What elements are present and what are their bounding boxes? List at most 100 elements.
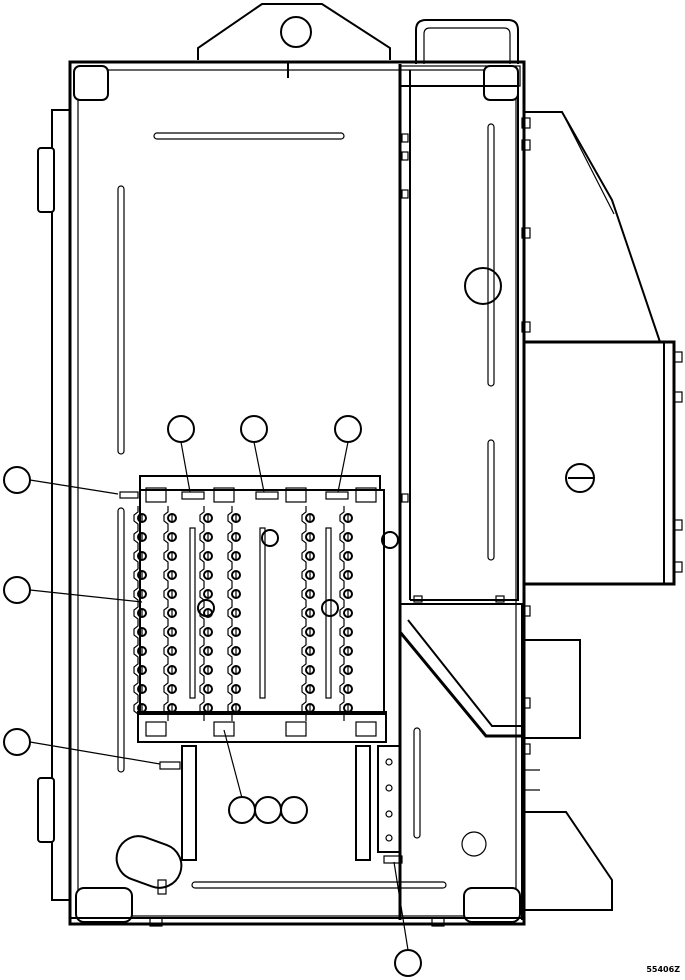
terminal-screw xyxy=(231,703,241,713)
terminal-screw xyxy=(137,589,147,599)
terminal-screw xyxy=(203,551,213,561)
callout-left-1 xyxy=(3,466,119,495)
top-right-handle xyxy=(415,19,519,64)
terminal-tag-side xyxy=(119,491,139,499)
terminal-end-brackets-bottom xyxy=(145,721,377,737)
callout-left-2 xyxy=(3,576,143,604)
right-side-box xyxy=(521,111,683,911)
terminal-screw xyxy=(167,665,177,675)
terminal-screw xyxy=(343,646,353,656)
terminal-screw xyxy=(203,703,213,713)
terminal-screw xyxy=(343,589,353,599)
enclosure-body xyxy=(68,60,526,927)
terminal-screw xyxy=(343,551,353,561)
terminal-screw xyxy=(137,551,147,561)
panel-slots xyxy=(115,132,487,895)
terminal-screw xyxy=(343,627,353,637)
terminal-tag-2 xyxy=(255,491,279,500)
top-lifting-bracket xyxy=(197,3,391,60)
terminal-screw xyxy=(231,684,241,694)
terminal-screw xyxy=(203,513,213,523)
compartment-tabs xyxy=(401,133,505,603)
terminal-screw xyxy=(231,608,241,618)
terminal-screw xyxy=(305,646,315,656)
terminal-screw xyxy=(231,551,241,561)
callout-top-2 xyxy=(240,415,268,493)
terminal-screw xyxy=(167,551,177,561)
terminal-screw xyxy=(305,608,315,618)
terminal-screw xyxy=(343,684,353,694)
callouts xyxy=(3,415,422,977)
terminal-screw xyxy=(203,665,213,675)
terminal-screw xyxy=(203,589,213,599)
terminal-screw xyxy=(343,513,353,523)
callout-top-1 xyxy=(167,415,195,493)
terminal-screw xyxy=(137,665,147,675)
terminal-screw xyxy=(137,684,147,694)
terminal-screw xyxy=(167,703,177,713)
terminal-screw xyxy=(203,684,213,694)
terminal-screw xyxy=(343,570,353,580)
terminal-screw xyxy=(343,608,353,618)
terminal-column xyxy=(133,506,147,721)
callout-bottom-2 xyxy=(254,796,282,824)
terminal-block-assembly xyxy=(119,475,399,743)
terminal-screw xyxy=(305,570,315,580)
terminal-column xyxy=(199,506,213,721)
terminal-screw xyxy=(343,703,353,713)
lower-tag-left xyxy=(159,761,181,770)
terminal-screw xyxy=(137,570,147,580)
callout-left-3 xyxy=(3,728,161,765)
terminal-screw xyxy=(305,589,315,599)
terminal-screw xyxy=(231,513,241,523)
terminal-screw xyxy=(167,684,177,694)
terminal-screw xyxy=(343,665,353,675)
right-compartment xyxy=(398,64,523,920)
terminal-screw xyxy=(167,627,177,637)
terminal-screw xyxy=(305,551,315,561)
terminal-screw xyxy=(305,665,315,675)
callout-bottom-4 xyxy=(393,861,422,977)
terminal-screw xyxy=(231,665,241,675)
lower-components xyxy=(159,745,403,864)
callout-bottom-1 xyxy=(223,729,256,824)
terminal-screw xyxy=(305,513,315,523)
terminal-screw xyxy=(231,589,241,599)
terminal-screw xyxy=(305,627,315,637)
terminal-columns xyxy=(133,506,353,721)
terminal-screw xyxy=(137,703,147,713)
lower-tag-right xyxy=(383,855,403,864)
drawing-code: 55406Z xyxy=(646,965,680,974)
terminal-screw xyxy=(231,532,241,542)
terminal-screw xyxy=(137,532,147,542)
terminal-screw xyxy=(167,646,177,656)
terminal-column xyxy=(227,506,241,721)
terminal-screw xyxy=(167,570,177,580)
terminal-screw xyxy=(231,570,241,580)
terminal-screw xyxy=(203,627,213,637)
terminal-screw xyxy=(305,684,315,694)
terminal-screw xyxy=(203,608,213,618)
terminal-screw xyxy=(305,703,315,713)
terminal-screw xyxy=(167,589,177,599)
terminal-end-brackets-top xyxy=(145,487,377,503)
terminal-column xyxy=(339,506,353,721)
terminal-screw xyxy=(137,646,147,656)
terminal-screw xyxy=(231,646,241,656)
terminal-screw xyxy=(203,532,213,542)
terminal-screw xyxy=(203,570,213,580)
terminal-screw xyxy=(343,532,353,542)
terminal-screw xyxy=(167,513,177,523)
left-hinges xyxy=(37,109,70,901)
terminal-screw xyxy=(137,513,147,523)
terminal-screw xyxy=(137,608,147,618)
terminal-tag-1 xyxy=(181,491,205,500)
callout-top-3 xyxy=(334,415,362,493)
terminal-screw xyxy=(137,627,147,637)
terminal-screw xyxy=(305,532,315,542)
terminal-column xyxy=(301,506,315,721)
terminal-screw xyxy=(203,646,213,656)
callout-bottom-3 xyxy=(280,796,308,824)
terminal-screw xyxy=(231,627,241,637)
